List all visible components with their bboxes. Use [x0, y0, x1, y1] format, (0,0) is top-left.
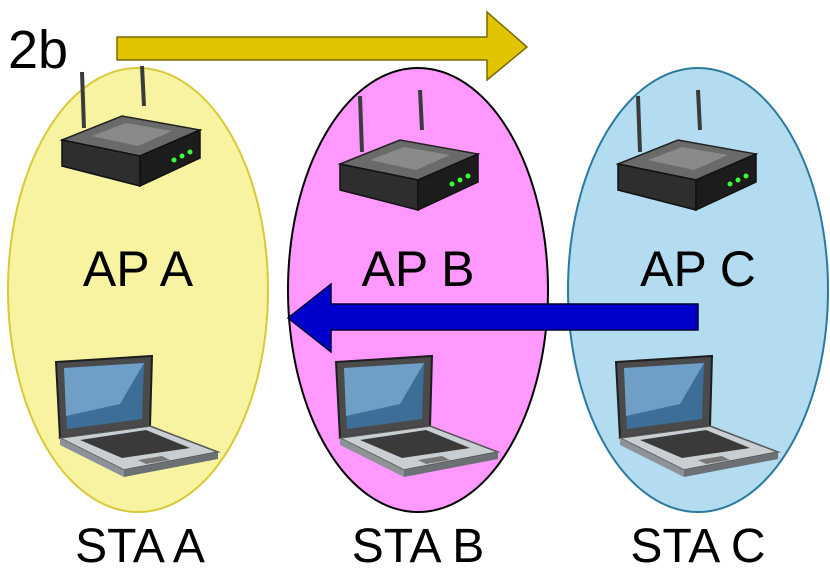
sta-a-label: STA A — [75, 520, 205, 572]
bottom-arrow — [286, 282, 699, 354]
ap-c-label: AP C — [640, 241, 756, 297]
ap-b-label: AP B — [361, 241, 474, 297]
sta-c-label: STA C — [630, 520, 765, 572]
ap-a-label: AP A — [83, 241, 194, 297]
diagram-label: 2b — [8, 20, 68, 80]
sta-b-label: STA B — [352, 520, 485, 572]
top-arrow — [116, 10, 529, 82]
